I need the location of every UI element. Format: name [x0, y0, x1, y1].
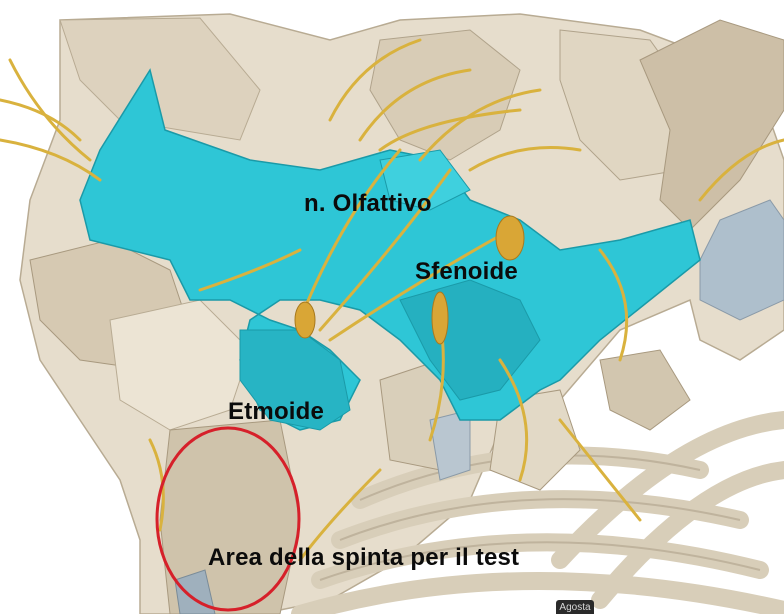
label-sphenoid: Sfenoide [415, 258, 518, 286]
label-olfactory-nerve: n. Olfattivo [304, 190, 432, 218]
label-thrust-area: Area della spinta per il test [208, 544, 519, 572]
corner-badge: Agosta [556, 600, 594, 614]
label-ethmoid: Etmoide [228, 398, 324, 426]
